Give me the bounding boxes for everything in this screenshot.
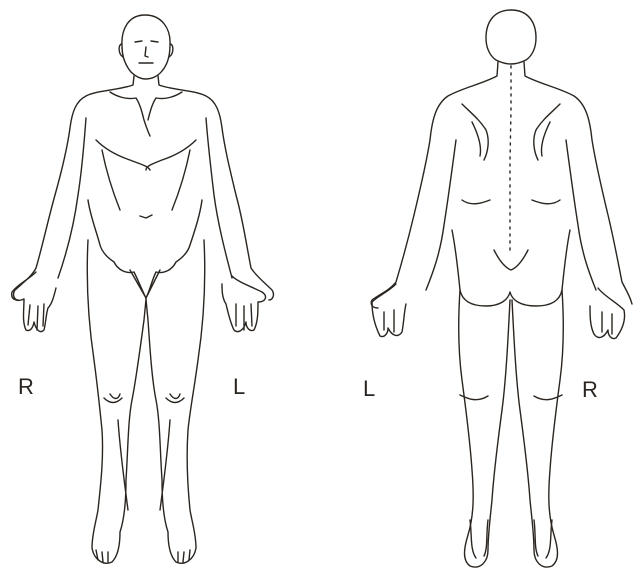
back-spine xyxy=(510,66,511,250)
back-right-side-label: R xyxy=(582,379,598,401)
back-head xyxy=(486,10,536,64)
back-knees xyxy=(460,395,562,400)
back-legs xyxy=(459,290,564,567)
back-feet xyxy=(470,520,552,558)
front-legs xyxy=(87,240,205,563)
front-right-hand xyxy=(12,272,56,332)
back-right-hand xyxy=(590,288,625,339)
front-left-hand xyxy=(222,276,265,332)
front-knees xyxy=(104,394,184,510)
front-left-side-label: L xyxy=(233,376,245,398)
front-toes xyxy=(96,550,190,562)
back-left-hand xyxy=(372,284,406,337)
front-chest xyxy=(96,92,196,218)
front-hips xyxy=(88,200,202,298)
front-face xyxy=(135,41,158,63)
back-left-side-label: L xyxy=(363,378,375,400)
front-body-outline xyxy=(14,76,274,300)
front-right-side-label: R xyxy=(18,376,34,398)
back-body-figure xyxy=(371,10,632,567)
back-inner-arms xyxy=(426,140,596,290)
back-buttocks xyxy=(452,230,570,306)
front-inner-arms xyxy=(58,118,232,278)
back-shoulder-blades xyxy=(462,104,560,204)
front-body-figure xyxy=(12,15,274,563)
back-body-outline xyxy=(371,62,632,308)
